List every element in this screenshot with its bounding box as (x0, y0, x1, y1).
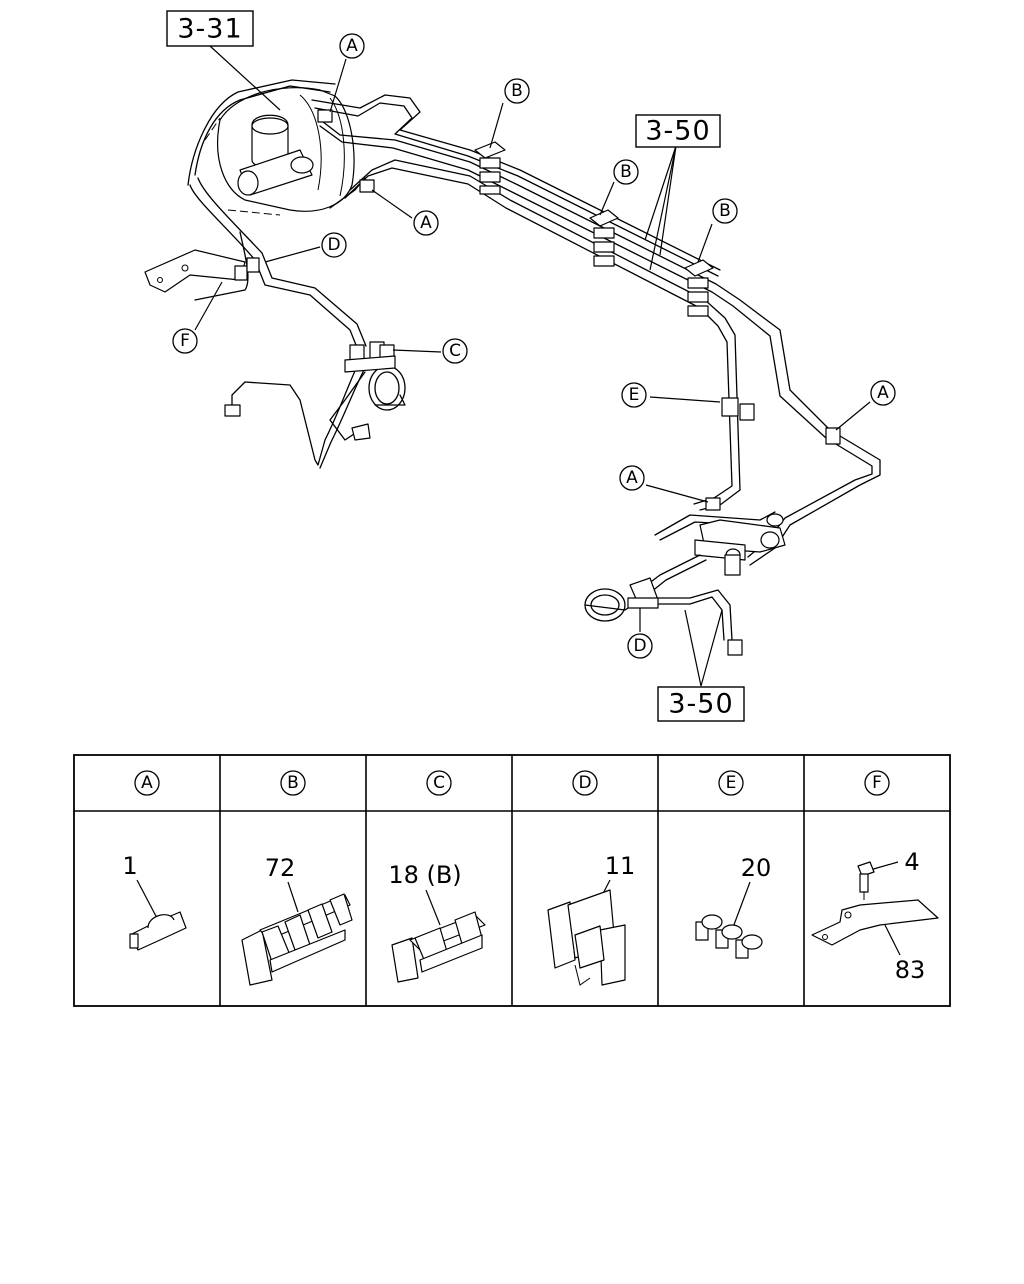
svg-text:C: C (449, 341, 461, 361)
ref-box-master-cylinder: 3-31 (166, 10, 254, 47)
part-drawing-e: 20 (695, 854, 772, 959)
ref-label-3-50-upper: 3-50 (645, 116, 710, 147)
svg-text:E: E (629, 385, 640, 405)
ref-box-pipes-upper: 3-50 (635, 114, 721, 148)
part-drawing-f: 4 83 (811, 848, 939, 984)
part-number-72: 72 (265, 854, 296, 882)
table-header-c: C (426, 770, 452, 796)
svg-text:A: A (626, 468, 638, 488)
clip-a-items (317, 109, 841, 511)
callout-a-mid: A (413, 210, 439, 236)
ref-box-pipes-lower: 3-50 (657, 686, 745, 722)
callout-a-lower: A (619, 465, 645, 491)
table-header-b: B (280, 770, 306, 796)
master-cylinder-assembly (187, 79, 881, 566)
table-header-d: D (572, 770, 598, 796)
callout-b-2: B (613, 159, 639, 185)
front-pipes (144, 177, 406, 469)
parts-table: A B C D E F 1 (73, 754, 951, 1007)
callout-d-lower: D (627, 633, 653, 659)
callout-a-top: A (339, 33, 365, 59)
ref-label-3-50-lower: 3-50 (668, 689, 733, 720)
svg-text:A: A (141, 773, 153, 793)
part-number-4: 4 (904, 848, 919, 876)
part-number-83: 83 (895, 956, 926, 984)
table-header-f: F (864, 770, 890, 796)
svg-text:A: A (420, 213, 432, 233)
part-number-11: 11 (605, 852, 636, 880)
part-drawing-c: 18 (B) (388, 861, 486, 983)
svg-text:F: F (180, 331, 190, 351)
svg-text:C: C (433, 773, 445, 793)
callout-b-3: B (712, 198, 738, 224)
callout-b-1: B (504, 78, 530, 104)
clip-b-group-1 (474, 141, 506, 195)
clip-b-group-2 (589, 209, 619, 267)
part-drawing-a: 1 (122, 852, 187, 951)
part-drawing-b: 72 (241, 854, 353, 986)
table-header-e: E (718, 770, 744, 796)
leader-lines (194, 45, 871, 687)
callout-c: C (442, 338, 468, 364)
part-number-18b: 18 (B) (388, 861, 461, 889)
ref-label-3-31: 3-31 (177, 14, 242, 45)
svg-text:E: E (726, 773, 737, 793)
part-drawing-d: 11 (547, 852, 636, 986)
table-header-a: A (134, 770, 160, 796)
svg-text:A: A (346, 36, 358, 56)
svg-text:F: F (872, 773, 882, 793)
part-number-20: 20 (741, 854, 772, 882)
svg-text:B: B (620, 162, 632, 182)
svg-text:B: B (719, 201, 731, 221)
svg-text:D: D (633, 636, 646, 656)
clip-b-group-3 (684, 259, 714, 317)
callout-f: F (172, 328, 198, 354)
svg-text:D: D (327, 235, 340, 255)
callout-d-upper: D (321, 232, 347, 258)
svg-text:B: B (287, 773, 299, 793)
svg-text:B: B (511, 81, 523, 101)
svg-text:D: D (578, 773, 591, 793)
part-number-1: 1 (122, 852, 137, 880)
callout-e: E (621, 382, 647, 408)
svg-text:A: A (877, 383, 889, 403)
rear-valve-assembly (584, 511, 786, 656)
callout-a-right: A (870, 380, 896, 406)
